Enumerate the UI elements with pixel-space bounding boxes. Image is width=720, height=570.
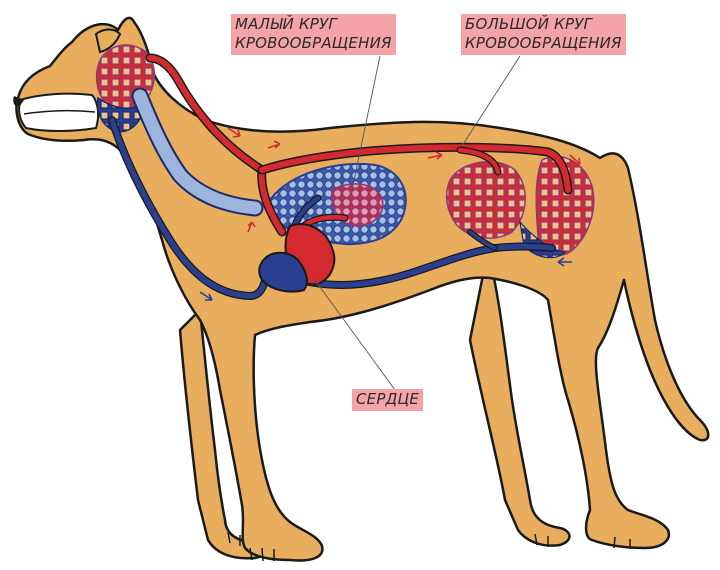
arteries [145, 53, 573, 240]
dog-nose [13, 96, 24, 107]
artery-flow-arrow [247, 221, 256, 233]
systemic-circulation-label: БОЛЬШОЙ КРУГ КРОВООБРАЩЕНИЯ [461, 14, 626, 55]
flow-arrows [199, 127, 581, 301]
vein-flow-arrow [199, 291, 213, 301]
systemic-label-line-1: БОЛЬШОЙ КРУГ [465, 15, 593, 33]
dog-mouth [18, 92, 100, 132]
heart-right-side [258, 251, 308, 293]
artery-flow-arrow [569, 154, 581, 165]
leader-heart [311, 275, 396, 391]
artery-flow-arrow [227, 127, 241, 138]
heart [258, 223, 336, 293]
pulmonary-label-line-1: МАЛЫЙ КРУГ [235, 15, 337, 33]
artery-flow-arrow [267, 140, 281, 149]
dog-ear [94, 28, 122, 54]
vein-flow-arrow [557, 257, 572, 267]
heart-label-text: СЕРДЦЕ [356, 390, 420, 408]
artery-flow-arrow [427, 151, 443, 160]
leader-pulmonary [351, 55, 381, 191]
trachea [131, 87, 264, 217]
leader-lines [311, 55, 521, 391]
gut-capillary-network [445, 160, 526, 239]
hind-leg-far [468, 248, 571, 547]
pulmonary-circulation-label: МАЛЫЙ КРУГ КРОВООБРАЩЕНИЯ [231, 14, 396, 55]
pulmonary-label-line-2: КРОВООБРАЩЕНИЯ [235, 34, 392, 52]
paw-toes [227, 531, 631, 562]
leader-systemic [461, 55, 521, 147]
heart-label: СЕРДЦЕ [352, 389, 424, 411]
hind-capillary-network [535, 155, 595, 257]
systemic-label-line-2: КРОВООБРАЩЕНИЯ [465, 34, 622, 52]
